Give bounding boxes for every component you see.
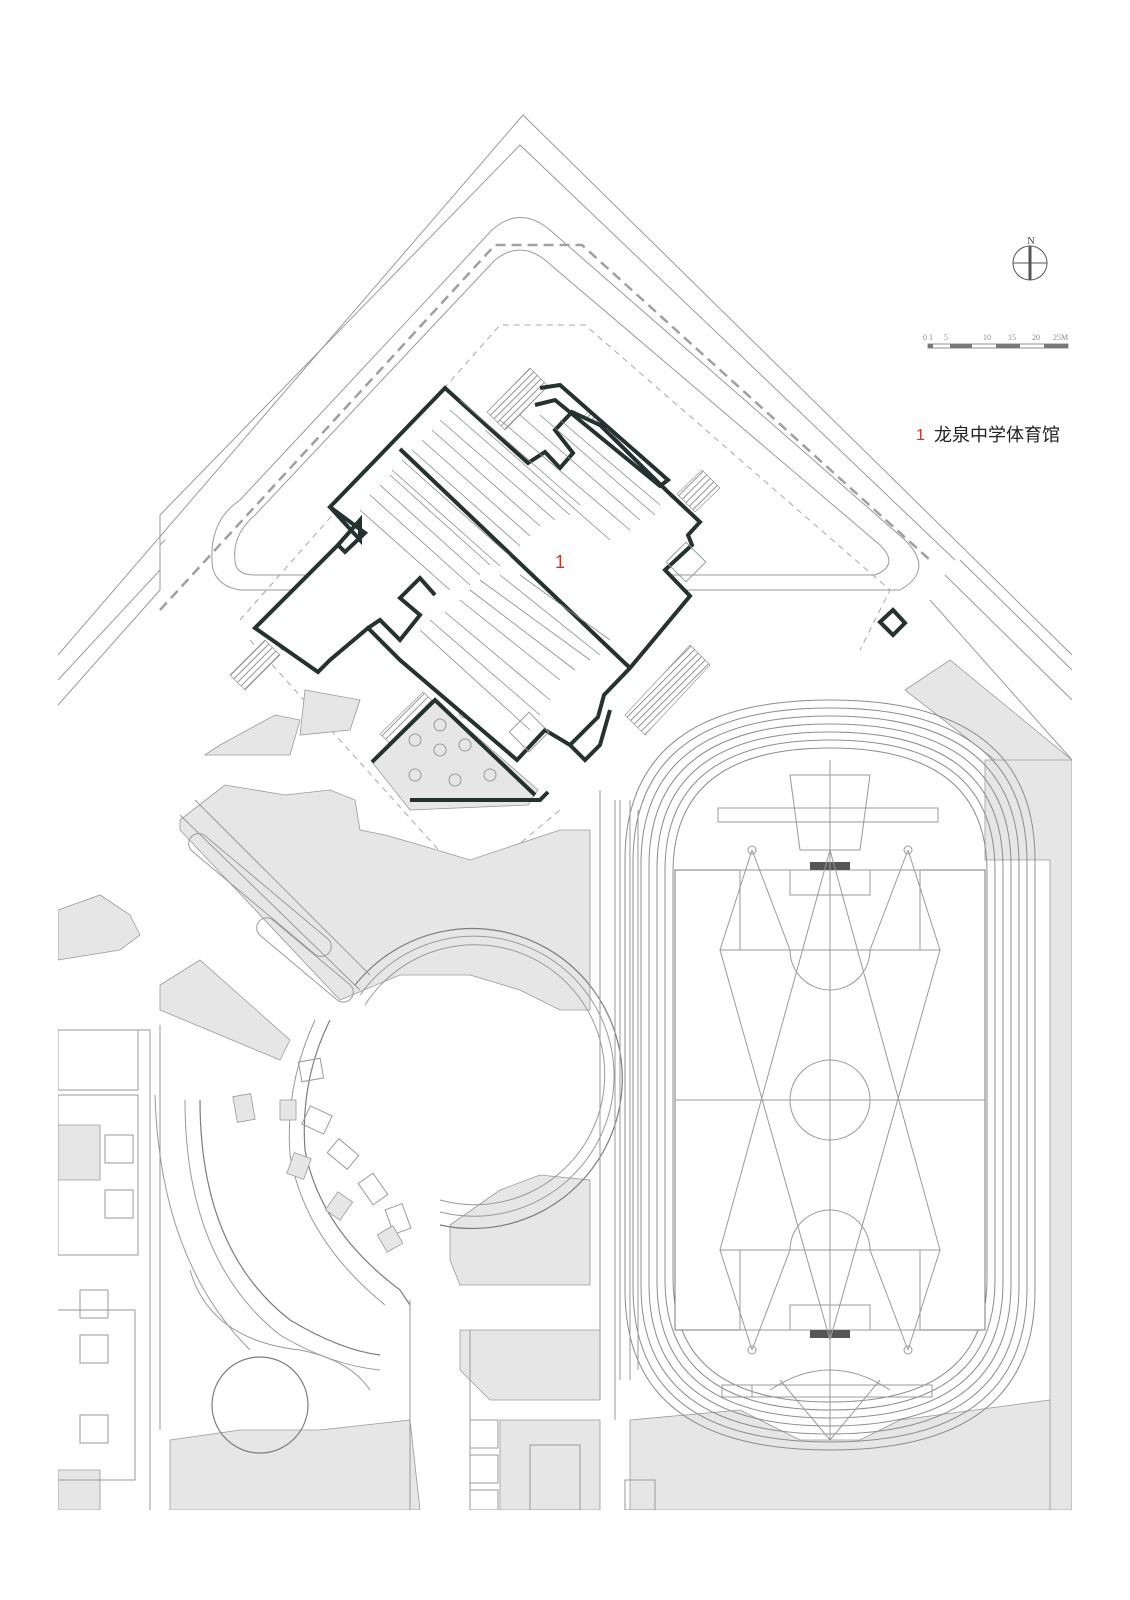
scale-bar: 0 1 5 10 15 20 25M: [923, 333, 1069, 349]
sports-field: [619, 699, 1036, 1451]
legend-number: 1: [916, 427, 925, 444]
svg-text:10: 10: [983, 333, 991, 342]
legend: 1 龙泉中学体育馆: [916, 425, 1060, 446]
legend-name: 龙泉中学体育馆: [934, 425, 1060, 446]
north-arrow: N: [1012, 235, 1048, 281]
svg-text:1: 1: [555, 552, 565, 572]
north-letter: N: [1027, 235, 1035, 247]
campus-grounds: [58, 689, 1051, 1510]
road-lines: [58, 114, 1072, 1510]
gymnasium-building: [251, 382, 908, 802]
svg-text:25M: 25M: [1053, 333, 1068, 342]
svg-text:15: 15: [1008, 333, 1016, 342]
svg-text:0: 0: [923, 333, 927, 342]
svg-text:20: 20: [1032, 333, 1040, 342]
svg-text:1: 1: [929, 333, 933, 342]
svg-text:5: 5: [944, 333, 948, 342]
building-number-label: 1: [555, 552, 565, 572]
hatched-areas: [229, 367, 721, 749]
